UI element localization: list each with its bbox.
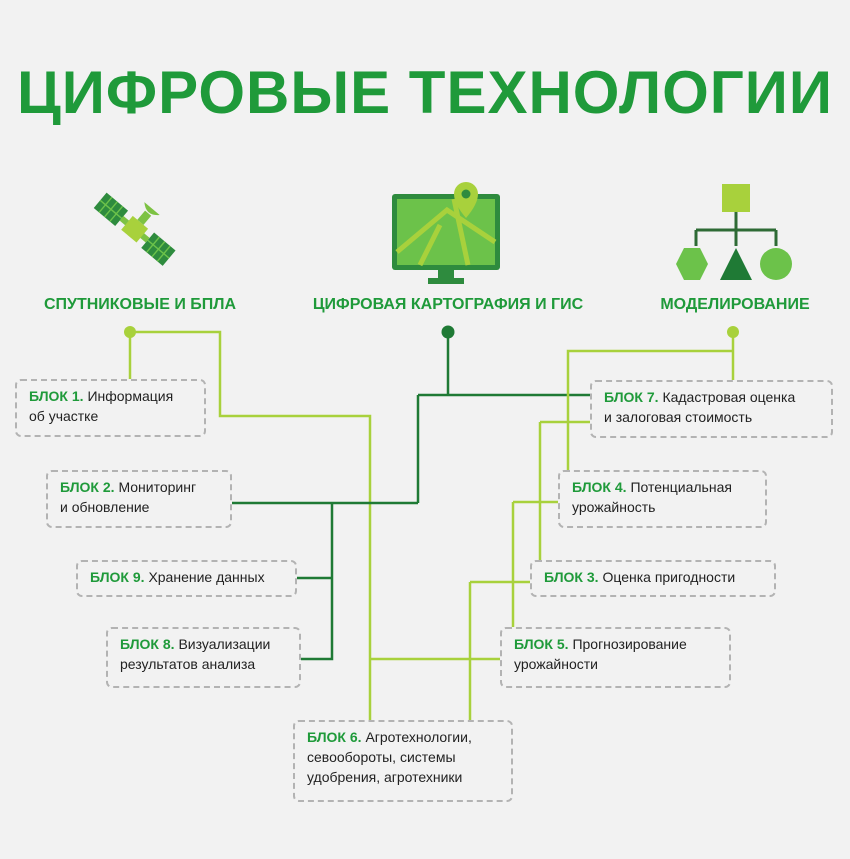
category-gis: ЦИФРОВАЯ КАРТОГРАФИЯ И ГИС	[312, 296, 584, 313]
block-text: и залоговая стоимость	[604, 409, 753, 425]
block-text: Прогнозирование	[572, 636, 687, 652]
block-label: БЛОК 1.	[29, 388, 84, 404]
block-text: Мониторинг	[118, 479, 197, 495]
category-satellite: СПУТНИКОВЫЕ И БПЛА	[43, 296, 237, 313]
block-text: Кадастровая оценка	[662, 389, 796, 405]
block-5: БЛОК 5. Прогнозирование урожайности	[500, 627, 731, 688]
block-label: БЛОК 6.	[307, 729, 362, 745]
block-text: севообороты, системы	[307, 749, 456, 765]
block-label: БЛОК 8.	[120, 636, 175, 652]
block-text: Потенциальная	[630, 479, 732, 495]
block-label: БЛОК 2.	[60, 479, 115, 495]
block-6: БЛОК 6. Агротехнологии, севообороты, сис…	[293, 720, 513, 802]
block-label: БЛОК 3.	[544, 569, 599, 585]
block-text: Визуализации	[178, 636, 271, 652]
block-text: Оценка пригодности	[602, 569, 736, 585]
block-text: Хранение данных	[148, 569, 265, 585]
block-label: БЛОК 9.	[90, 569, 145, 585]
block-text: Информация	[87, 388, 174, 404]
block-text: удобрения, агротехники	[307, 769, 463, 785]
block-text: об участке	[29, 408, 99, 424]
block-label: БЛОК 5.	[514, 636, 569, 652]
block-3: БЛОК 3. Оценка пригодности	[530, 560, 776, 597]
block-label: БЛОК 7.	[604, 389, 659, 405]
block-7: БЛОК 7. Кадастровая оценка и залоговая с…	[590, 380, 833, 438]
block-8: БЛОК 8. Визуализации результатов анализа	[106, 627, 301, 688]
category-modeling: МОДЕЛИРОВАНИЕ	[660, 296, 810, 313]
block-text: урожайности	[514, 656, 598, 672]
block-text: и обновление	[60, 499, 150, 515]
block-1: БЛОК 1. Информация об участке	[15, 379, 206, 437]
map-monitor-icon	[392, 182, 500, 284]
satellite-icon	[93, 192, 176, 266]
block-text: урожайность	[572, 499, 656, 515]
block-2: БЛОК 2. Мониторинг и обновление	[46, 470, 232, 528]
block-text: результатов анализа	[120, 656, 256, 672]
page-title: ЦИФРОВЫЕ ТЕХНОЛОГИИ	[16, 59, 834, 126]
block-text: Агротехнологии,	[365, 729, 472, 745]
block-4: БЛОК 4. Потенциальная урожайность	[558, 470, 767, 528]
hierarchy-icon	[676, 184, 792, 280]
block-9: БЛОК 9. Хранение данных	[76, 560, 297, 597]
block-label: БЛОК 4.	[572, 479, 627, 495]
